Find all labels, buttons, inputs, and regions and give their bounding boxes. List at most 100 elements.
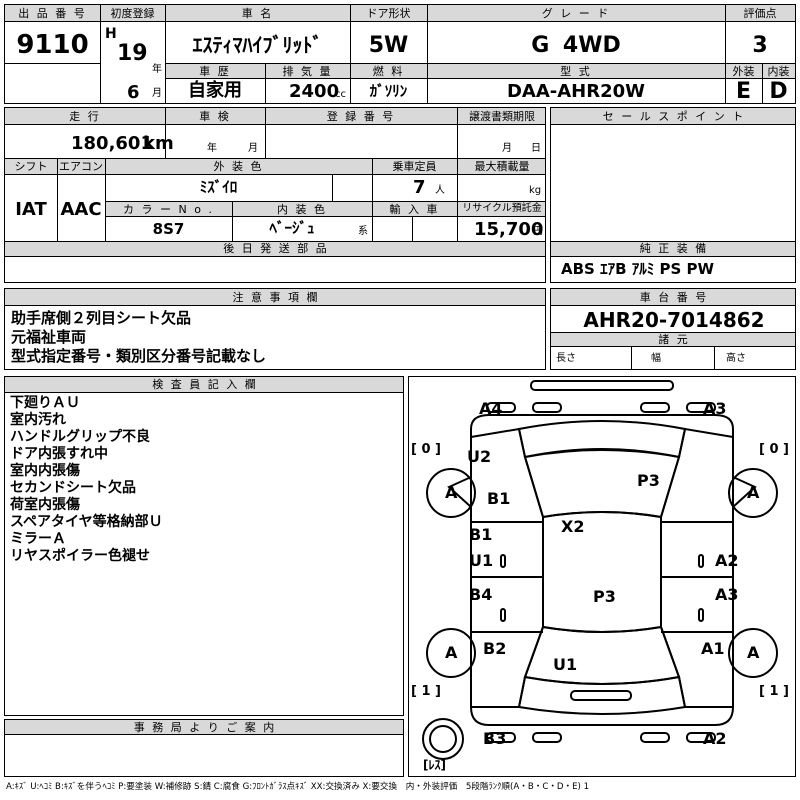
deadline-label: 譲渡書類期限 xyxy=(469,110,535,123)
max-load-unit: kg xyxy=(529,185,542,196)
inspector-note: リヤスポイラー色褪せ xyxy=(10,548,150,564)
mark-a2-bottom: A2 xyxy=(703,729,727,748)
mark-u1-bottom: U1 xyxy=(553,655,578,674)
header-block: 出 品 番 号 初度登録 車 名 ドア形状 グ レ ー ド 評価点 9110 H… xyxy=(4,4,796,104)
chassis-no-label: 車 台 番 号 xyxy=(639,291,709,304)
office-notes-label: 事 務 局 よ り ご 案 内 xyxy=(133,721,277,734)
chassis-block: 車 台 番 号 AHR20-7014862 諸 元 長さ 幅 高さ xyxy=(550,288,796,370)
score-label: 評価点 xyxy=(743,7,777,20)
score: 3 xyxy=(752,33,768,58)
sales-point-label: セ ー ル ス ポ イ ン ト xyxy=(602,110,746,123)
interior-grade: D xyxy=(769,79,788,104)
tread-fr: [ 0 ] xyxy=(759,442,789,457)
dimensions-label: 諸 元 xyxy=(658,333,690,346)
mark-b1-door: B1 xyxy=(469,525,493,544)
history-label: 車 歴 xyxy=(199,65,231,78)
chassis-no: AHR20-7014862 xyxy=(583,308,765,332)
car-name: ｴｽﾃｨﾏﾊｲﾌﾞﾘｯﾄﾞ xyxy=(192,33,323,57)
mark-b2: B2 xyxy=(483,639,507,658)
body-color-label: 外 装 色 xyxy=(213,160,264,173)
tire-mark-rr: A xyxy=(747,643,760,662)
note-line: 元福祉車両 xyxy=(11,328,87,346)
inspection-month-unit: 月 xyxy=(248,143,258,154)
mark-a3-top: A3 xyxy=(703,399,727,418)
car-outline xyxy=(422,380,778,760)
notes-block: 注 意 事 項 欄 助手席側２列目シート欠品 元福祉車両 型式指定番号・類別区分… xyxy=(4,288,546,370)
mark-a4: A4 xyxy=(479,399,503,418)
exterior-grade: E xyxy=(735,79,752,104)
mark-u1-door: U1 xyxy=(469,551,494,570)
aircon: AAC xyxy=(60,199,102,220)
inspector-note: ミラーＡ xyxy=(10,531,66,547)
legend: A:ｷｽﾞ U:ﾍｺﾐ B:ｷｽﾞを伴うﾍｺﾐ P:要塗装 W:補修跡 S:錆 … xyxy=(6,782,590,792)
inspector-note: スペアタイヤ等格納部Ｕ xyxy=(10,514,163,530)
displacement-unit: cc xyxy=(335,89,346,100)
interior-color-label: 内 装 色 xyxy=(277,203,327,216)
inspector-notes-label: 検 査 員 記 入 欄 xyxy=(152,378,258,391)
inspection-year-unit: 年 xyxy=(207,143,217,154)
mileage: 180,601 xyxy=(71,133,153,154)
inspector-note: 室内汚れ xyxy=(10,412,66,428)
mark-a1: A1 xyxy=(701,639,725,658)
later-parts-label: 後 日 発 送 部 品 xyxy=(223,242,329,255)
mark-u2: U2 xyxy=(467,447,492,466)
inspector-note: セカンドシート欠品 xyxy=(10,480,136,496)
reg-month: 6 xyxy=(127,82,140,103)
import-label: 輸 入 車 xyxy=(389,203,440,216)
recycle-label: リサイクル預託金 xyxy=(462,203,542,214)
max-load-label: 最大積載量 xyxy=(474,160,530,173)
deadline-month-unit: 月 xyxy=(502,143,512,154)
aircon-label: エアコン xyxy=(59,160,103,173)
door-label: ドア形状 xyxy=(366,7,411,20)
tread-rr: [ 1 ] xyxy=(759,684,789,699)
dim-width: 幅 xyxy=(651,353,661,364)
tire-mark-rl: A xyxy=(445,643,458,662)
inspector-note: 荷室内張傷 xyxy=(10,497,80,513)
notes-label: 注 意 事 項 欄 xyxy=(232,291,320,304)
deadline-day-unit: 日 xyxy=(531,143,541,154)
interior-label: 内装 xyxy=(767,65,790,78)
tread-rl: [ 1 ] xyxy=(411,684,441,699)
genuine-equipment: ABS ｴｱB ｱﾙﾐ PS PW xyxy=(561,260,715,278)
door-type: 5W xyxy=(368,33,409,58)
inspector-note: ドア内張すれ中 xyxy=(10,446,108,462)
recycle-unit: 円 xyxy=(533,226,543,237)
exterior-label: 外装 xyxy=(732,65,755,78)
dim-height: 高さ xyxy=(726,353,746,364)
model: DAA-AHR20W xyxy=(506,81,646,102)
mark-b1-left: B1 xyxy=(487,489,511,508)
plate-label: 登 録 番 号 xyxy=(326,110,396,123)
recycle: 15,700 xyxy=(474,219,544,240)
interior-color-unit: 系 xyxy=(358,226,368,237)
displacement-label: 排 気 量 xyxy=(282,65,333,78)
fuel: ｶﾞｿﾘﾝ xyxy=(369,82,408,100)
model-label: 型 式 xyxy=(560,65,592,78)
sales-point-block: セ ー ル ス ポ イ ン ト 純 正 装 備 ABS ｴｱB ｱﾙﾐ PS P… xyxy=(550,107,796,283)
fuel-label: 燃 料 xyxy=(372,65,405,78)
inspector-note: 室内内張傷 xyxy=(10,463,80,479)
displacement: 2400 xyxy=(289,81,340,102)
mark-b4: B4 xyxy=(469,585,493,604)
mark-a2-door: A2 xyxy=(715,551,739,570)
grade: G 4WD xyxy=(531,33,621,58)
first-reg-label: 初度登録 xyxy=(110,7,155,20)
office-notes-block: 事 務 局 よ り ご 案 内 xyxy=(4,719,404,777)
era: H xyxy=(105,26,117,42)
tread-fl: [ 0 ] xyxy=(411,442,441,457)
spec-block: 走 行 車 検 登 録 番 号 譲渡書類期限 180,601 km 年 月 月 … xyxy=(4,107,546,283)
tire-mark-fl: A xyxy=(445,483,458,502)
capacity-label: 乗車定員 xyxy=(392,160,437,173)
mileage-label: 走 行 xyxy=(69,110,101,123)
mileage-unit: km xyxy=(143,133,174,154)
reg-year-unit: 年 xyxy=(152,64,162,75)
note-line: 助手席側２列目シート欠品 xyxy=(11,309,192,327)
tread-spare: [ﾚｽ] xyxy=(423,758,446,772)
color-no-label: カ ラ ー N o . xyxy=(123,203,214,216)
inspection-label: 車 検 xyxy=(199,110,231,123)
damage-diagram: A4 A3 U2 B1 P3 X2 B1 U1 A2 B4 P3 A3 B2 U… xyxy=(408,376,796,777)
history: 自家用 xyxy=(188,80,242,101)
shift-label: シフト xyxy=(14,160,48,173)
capacity-unit: 人 xyxy=(435,185,445,196)
mark-x2: X2 xyxy=(561,517,585,536)
inspector-note: 下廻りＡＵ xyxy=(10,395,80,411)
